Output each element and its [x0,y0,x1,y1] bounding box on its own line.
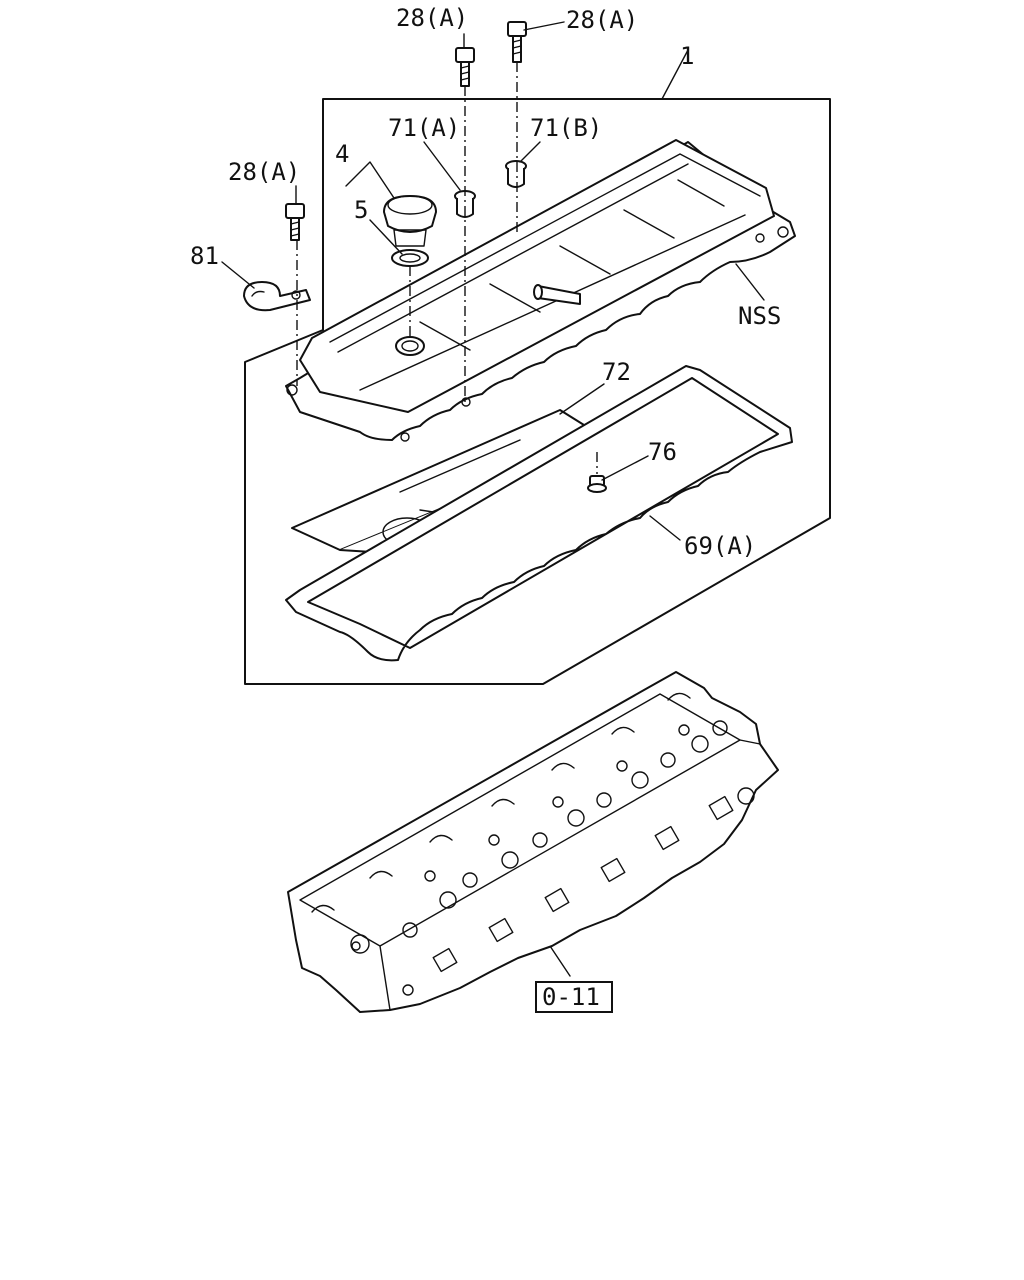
label-reference: 0-11 [542,983,600,1011]
label-assembly: 1 [680,42,694,70]
screw [587,475,607,493]
label-gasket: 69(A) [684,532,756,560]
cylinder-head [287,671,779,1013]
label-cap-seal: 5 [354,196,368,224]
bolt-left [285,203,305,241]
label-bolt-center: 28(A) [396,4,468,32]
label-nut-a: 71(A) [388,114,460,142]
label-bolt-left: 28(A) [228,158,300,186]
leader-lines [221,21,765,977]
head-cover [285,139,796,442]
label-clip: 81 [190,242,219,270]
label-screw: 76 [648,438,677,466]
label-bolt-right: 28(A) [566,6,638,34]
filler-cap-seal [391,249,429,267]
oil-filler-cap [383,195,437,247]
filler-cap-seal-inner [399,253,421,263]
label-nut-b: 71(B) [530,114,602,142]
nut-b [505,160,527,188]
alignment-lines [296,62,598,474]
assembly-frame [244,98,831,685]
label-nss: NSS [738,302,781,330]
bolt-right [507,21,527,63]
bolt-center [455,47,475,87]
label-plate: 72 [602,358,631,386]
assembly-leader [661,49,689,100]
reference-box [535,981,613,1013]
label-cap-assembly: 4 [335,140,349,168]
cover-gasket [285,365,793,662]
clip [243,281,311,312]
